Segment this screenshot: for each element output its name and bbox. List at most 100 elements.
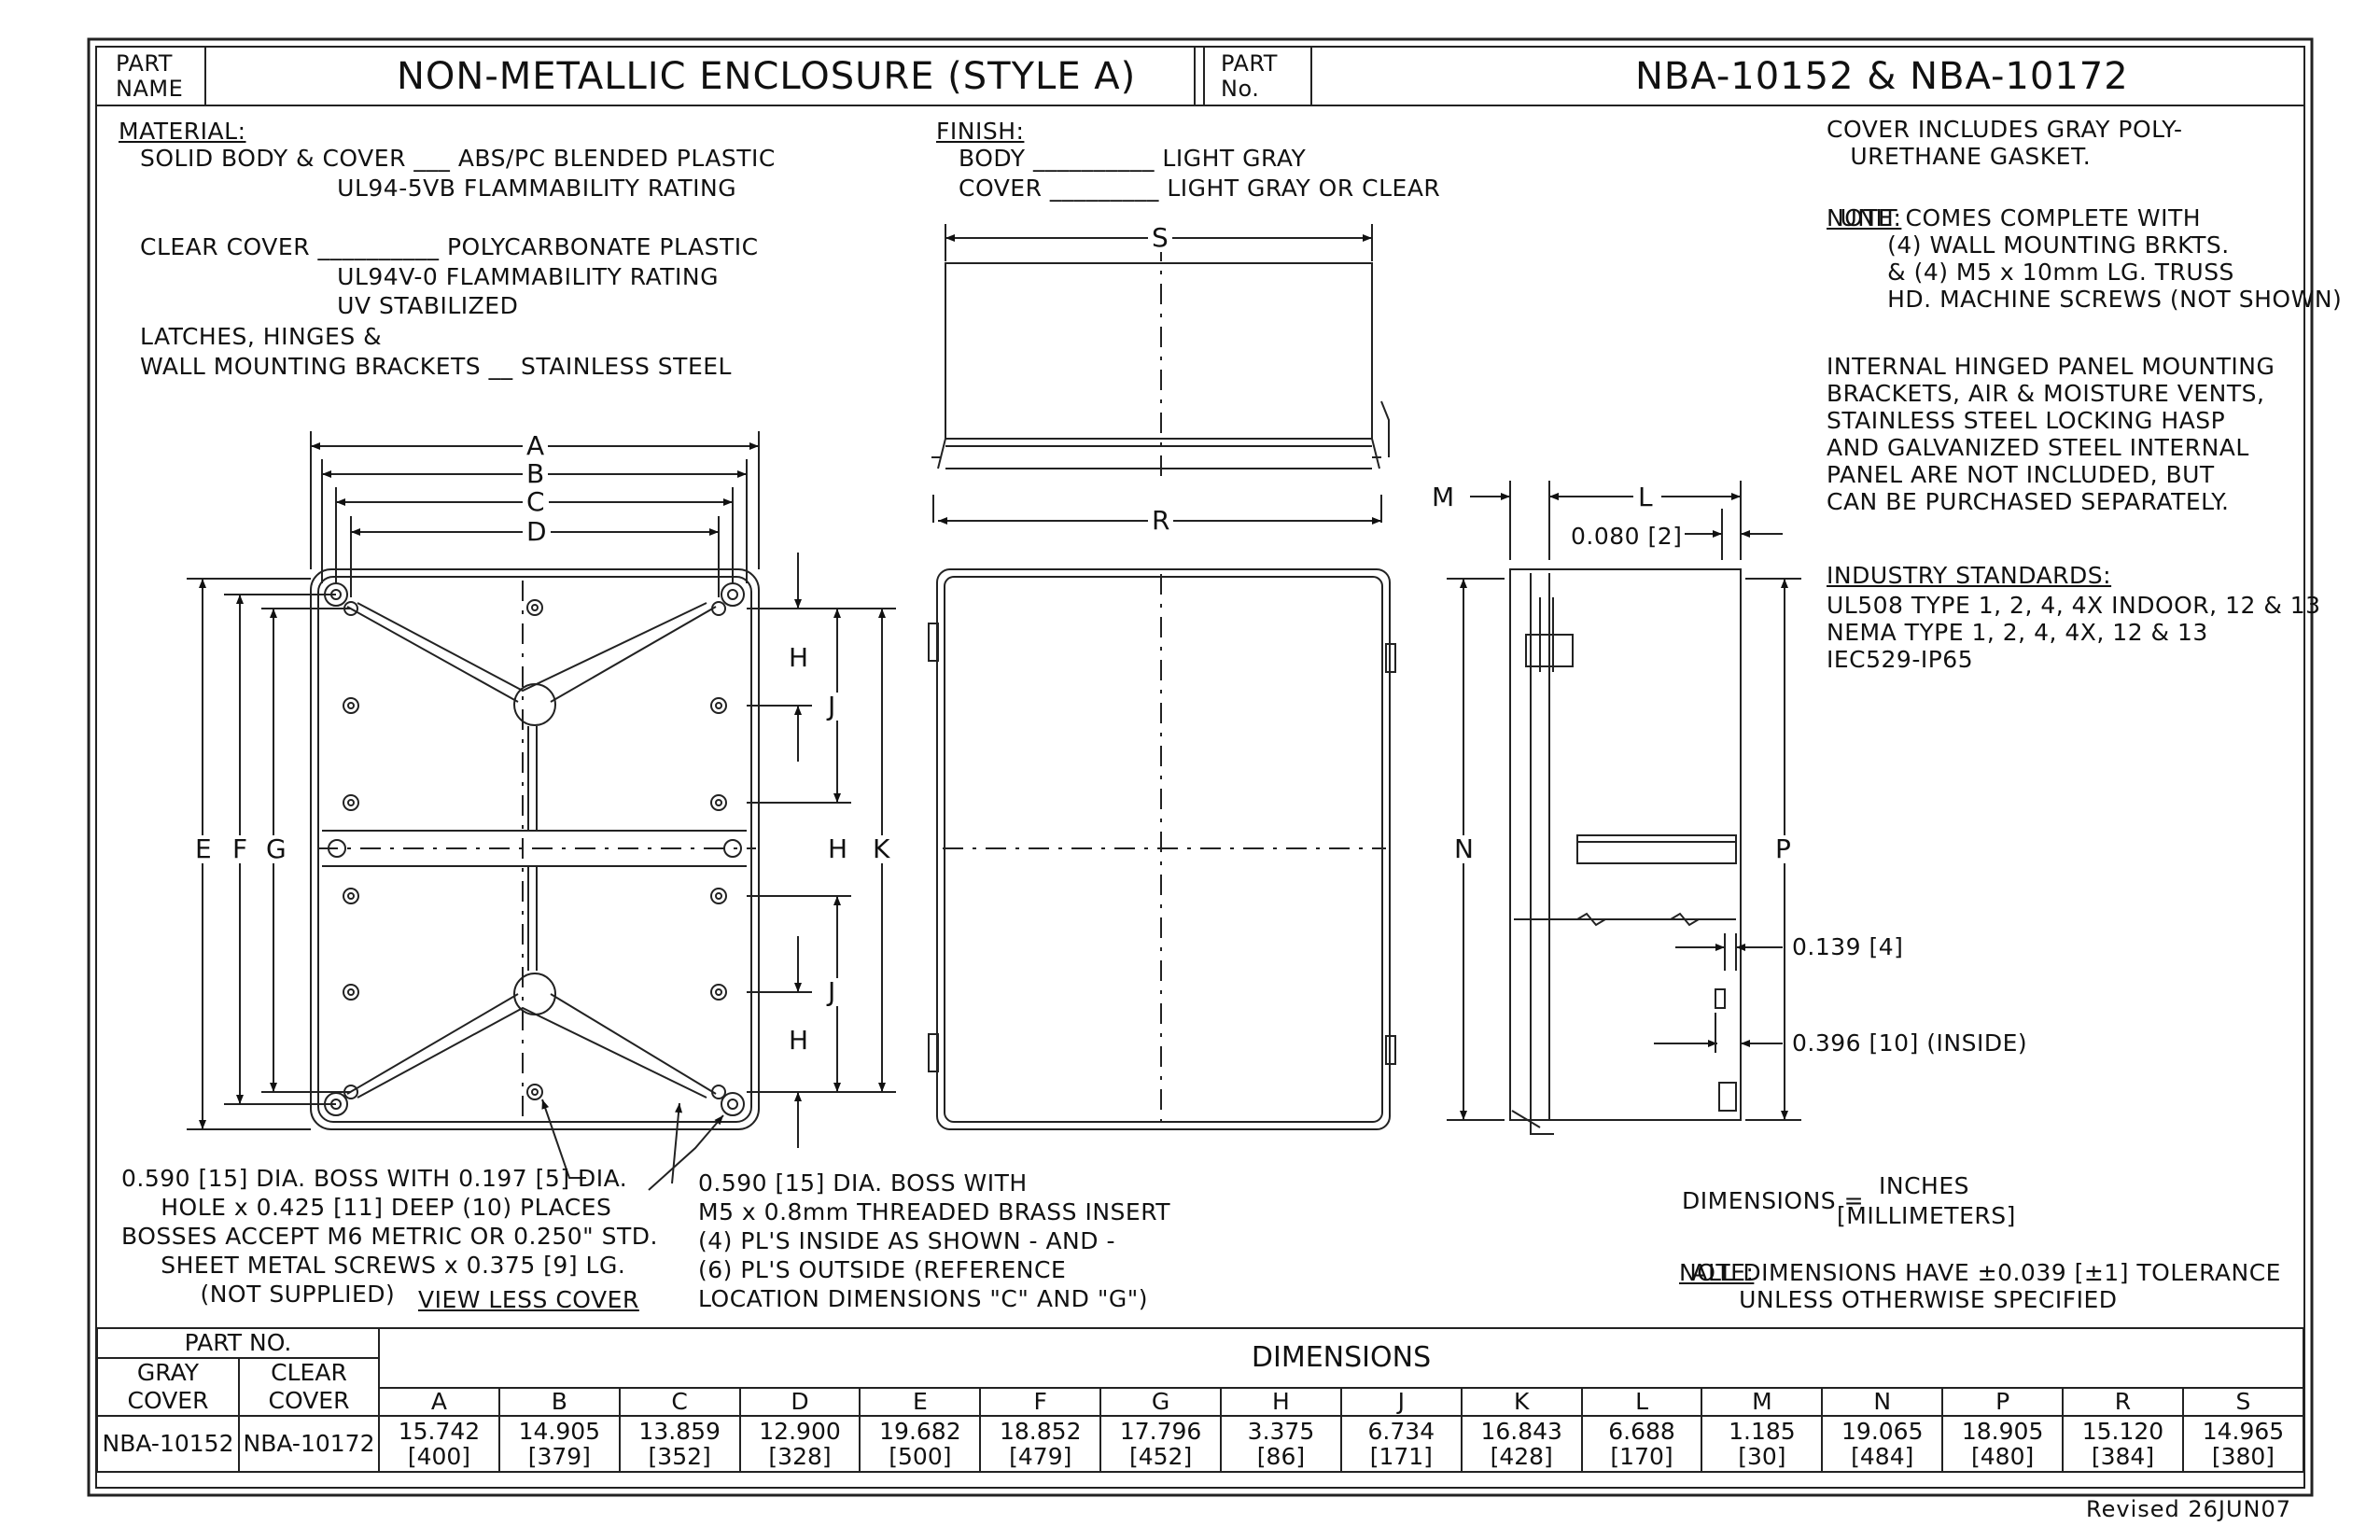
side-view xyxy=(1447,481,1801,1135)
dimension-value-g: 17.796[452] xyxy=(1099,1415,1223,1473)
wall-thickness-080: 0.080 [2] xyxy=(1571,523,1683,550)
value-inches: 15.120 xyxy=(2081,1418,2164,1445)
value-inches: 17.796 xyxy=(1119,1418,1202,1445)
dimension-value-l: 6.688[170] xyxy=(1580,1415,1703,1473)
dim-label-b: B xyxy=(523,460,549,488)
boss-callout-right: 0.590 [15] DIA. BOSS WITH M5 x 0.8mm THR… xyxy=(698,1169,1171,1312)
value-millimeters: [500] xyxy=(889,1443,952,1470)
view-less-cover-label: VIEW LESS COVER xyxy=(418,1286,639,1313)
value-inches: 13.859 xyxy=(638,1418,721,1445)
part-no: NBA-10152 & NBA-10172 xyxy=(1635,55,2129,98)
standards-list: UL508 TYPE 1, 2, 4, 4X INDOOR, 12 & 13 N… xyxy=(1827,592,2321,673)
value-inches: 14.965 xyxy=(2202,1418,2285,1445)
dim-label-h: H xyxy=(824,835,852,863)
value-millimeters: [30] xyxy=(1738,1443,1786,1470)
material-line: UV STABILIZED xyxy=(140,292,519,319)
material-line: SOLID BODY & COVER ___ ABS/PC BLENDED PL… xyxy=(140,145,776,172)
dimension-value-h: 3.375[86] xyxy=(1220,1415,1342,1473)
value-millimeters: [480] xyxy=(1971,1443,2035,1470)
dim-units-prefix: DIMENSIONS = xyxy=(1682,1187,1865,1214)
value-inches: 15.742 xyxy=(398,1418,481,1445)
cover-view xyxy=(928,568,1396,1130)
dimensions-header: DIMENSIONS xyxy=(378,1327,2304,1389)
dimension-value-m: 1.185[30] xyxy=(1701,1415,1824,1473)
material-line: UL94-5VB FLAMMABILITY RATING xyxy=(140,175,737,202)
value-millimeters: [170] xyxy=(1610,1443,1673,1470)
gasket-note: COVER INCLUDES GRAY POLY- URETHANE GASKE… xyxy=(1827,116,2183,170)
value-inches: 1.185 xyxy=(1729,1418,1796,1445)
wall-thickness-396: 0.396 [10] (INSIDE) xyxy=(1792,1029,2028,1057)
dimension-value-n: 19.065[484] xyxy=(1821,1415,1944,1473)
top-view xyxy=(931,224,1390,525)
dimension-value-k: 16.843[428] xyxy=(1460,1415,1583,1473)
tolerance-note-label: NOTE: xyxy=(1679,1259,1755,1286)
dim-label-j: J xyxy=(824,693,840,721)
revision-date: Revised 26JUN07 xyxy=(2086,1496,2292,1522)
dimension-value-b: 14.905[379] xyxy=(497,1415,621,1473)
dimension-value-p: 18.905[480] xyxy=(1941,1415,2065,1473)
value-millimeters: [479] xyxy=(1009,1443,1072,1470)
part-no-header: PART NO. xyxy=(95,1327,381,1359)
dimension-value-d: 12.900[328] xyxy=(738,1415,861,1473)
column-header-k: K xyxy=(1460,1387,1583,1417)
dim-label-c: C xyxy=(523,488,549,516)
dim-label-g: G xyxy=(262,835,290,863)
finish-cover: COVER _________ LIGHT GRAY OR CLEAR xyxy=(959,175,1441,202)
dim-label-d: D xyxy=(523,518,551,546)
dimension-value-a: 15.742[400] xyxy=(378,1415,500,1473)
value-inches: 19.065 xyxy=(1841,1418,1924,1445)
column-header-l: L xyxy=(1580,1387,1703,1417)
dim-label-m: M xyxy=(1428,483,1459,511)
value-millimeters: [380] xyxy=(2211,1443,2275,1470)
finish-heading: FINISH: xyxy=(936,118,1025,145)
material-line: LATCHES, HINGES & xyxy=(140,323,383,350)
dim-label-s: S xyxy=(1148,224,1172,252)
wall-thickness-139: 0.139 [4] xyxy=(1792,933,1904,960)
dim-units-mm: [MILLIMETERS] xyxy=(1837,1202,2016,1229)
part-no-label: PART No. xyxy=(1221,50,1278,102)
column-header-g: G xyxy=(1099,1387,1223,1417)
dim-units-inches: INCHES xyxy=(1879,1172,1969,1199)
value-millimeters: [86] xyxy=(1256,1443,1306,1470)
value-inches: 3.375 xyxy=(1247,1418,1315,1445)
dim-label-e: E xyxy=(191,835,216,863)
value-millimeters: [352] xyxy=(648,1443,711,1470)
dim-label-p: P xyxy=(1771,835,1795,863)
dim-label-j: J xyxy=(824,978,840,1006)
column-header-p: P xyxy=(1941,1387,2065,1417)
value-inches: 19.682 xyxy=(879,1418,961,1445)
dim-label-f: F xyxy=(229,835,252,863)
dim-label-r: R xyxy=(1148,507,1174,535)
clear-part-number: NBA-10172 xyxy=(237,1415,381,1473)
value-inches: 12.900 xyxy=(759,1418,841,1445)
dim-label-n: N xyxy=(1450,835,1477,863)
column-header-h: H xyxy=(1220,1387,1342,1417)
value-millimeters: [384] xyxy=(2091,1443,2155,1470)
material-line: CLEAR COVER __________ POLYCARBONATE PLA… xyxy=(140,233,759,260)
material-heading: MATERIAL: xyxy=(119,118,246,145)
dim-label-h: H xyxy=(785,644,813,672)
column-header-n: N xyxy=(1821,1387,1944,1417)
column-header-j: J xyxy=(1339,1387,1463,1417)
value-millimeters: [484] xyxy=(1851,1443,1914,1470)
dimension-value-f: 18.852[479] xyxy=(979,1415,1102,1473)
column-header-f: F xyxy=(979,1387,1102,1417)
column-header-r: R xyxy=(2062,1387,2184,1417)
outer-border xyxy=(87,37,2314,1497)
column-header-b: B xyxy=(497,1387,621,1417)
value-millimeters: [400] xyxy=(407,1443,471,1470)
column-header-d: D xyxy=(738,1387,861,1417)
boss-callout-left: 0.590 [15] DIA. BOSS WITH 0.197 [5] DIA.… xyxy=(121,1165,658,1308)
gray-cover-header: GRAY COVER xyxy=(96,1357,240,1417)
column-header-a: A xyxy=(378,1387,500,1417)
dimension-value-s: 14.965[380] xyxy=(2181,1415,2305,1473)
clear-cover-header: CLEAR COVER xyxy=(237,1357,381,1417)
dimension-value-e: 19.682[500] xyxy=(859,1415,982,1473)
supplied-note: UNIT COMES COMPLETE WITH (4) WALL MOUNTI… xyxy=(1840,204,2343,313)
column-header-c: C xyxy=(618,1387,741,1417)
dimension-value-j: 6.734[171] xyxy=(1339,1415,1463,1473)
dim-label-h: H xyxy=(785,1027,813,1055)
dim-label-k: K xyxy=(869,835,894,863)
value-inches: 16.843 xyxy=(1480,1418,1562,1445)
